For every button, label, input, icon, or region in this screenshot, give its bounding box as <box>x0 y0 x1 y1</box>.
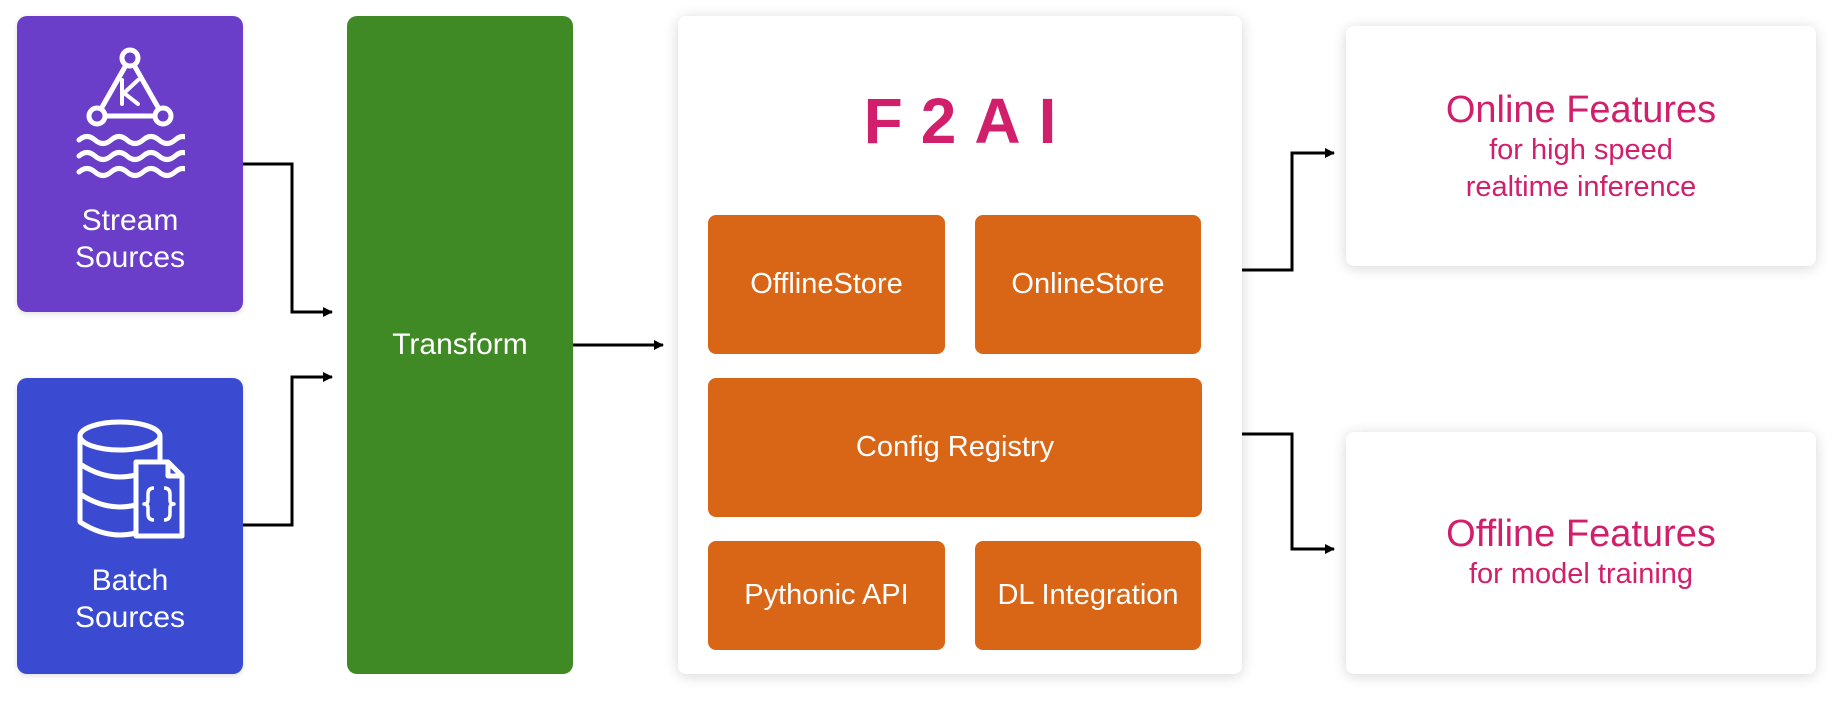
dl-integration-module: DL Integration <box>975 541 1201 650</box>
arrow-stream-to-transform <box>243 162 333 317</box>
batch-sources-label: Batch Sources <box>74 564 186 634</box>
config-registry-label: Config Registry <box>855 431 1055 463</box>
pythonic-api-module: Pythonic API <box>708 541 945 650</box>
online-features-box: Online Features for high speed realtime … <box>1346 26 1816 266</box>
pythonic-api-label: Pythonic API <box>744 579 909 611</box>
kafka-stream-icon <box>76 47 185 178</box>
online-features-line2: realtime inference <box>1465 171 1697 203</box>
stream-sources-box: Stream Sources <box>17 16 243 312</box>
offline-store-module: OfflineStore <box>708 215 945 354</box>
batch-sources-box: Batch Sources <box>17 378 243 674</box>
f2ai-title: F2AI <box>863 85 1075 157</box>
offline-features-box: Offline Features for model training <box>1346 432 1816 674</box>
online-store-module: OnlineStore <box>975 215 1201 354</box>
arrow-f2ai-to-online <box>1242 148 1335 272</box>
stream-sources-label: Stream Sources <box>74 204 186 274</box>
online-features-title: Online Features <box>1445 89 1717 131</box>
arrow-batch-to-transform <box>243 372 333 527</box>
offline-store-label: OfflineStore <box>750 268 903 300</box>
online-features-line1: for high speed <box>1489 134 1673 166</box>
arrow-f2ai-to-offline <box>1242 432 1335 554</box>
dl-integration-label: DL Integration <box>997 579 1179 611</box>
transform-label: Transform <box>392 328 528 361</box>
database-file-icon <box>77 419 185 539</box>
online-store-label: OnlineStore <box>1011 268 1165 300</box>
offline-features-title: Offline Features <box>1446 513 1716 555</box>
offline-features-line1: for model training <box>1468 558 1694 590</box>
config-registry-module: Config Registry <box>708 378 1202 517</box>
transform-box: Transform <box>347 16 573 674</box>
